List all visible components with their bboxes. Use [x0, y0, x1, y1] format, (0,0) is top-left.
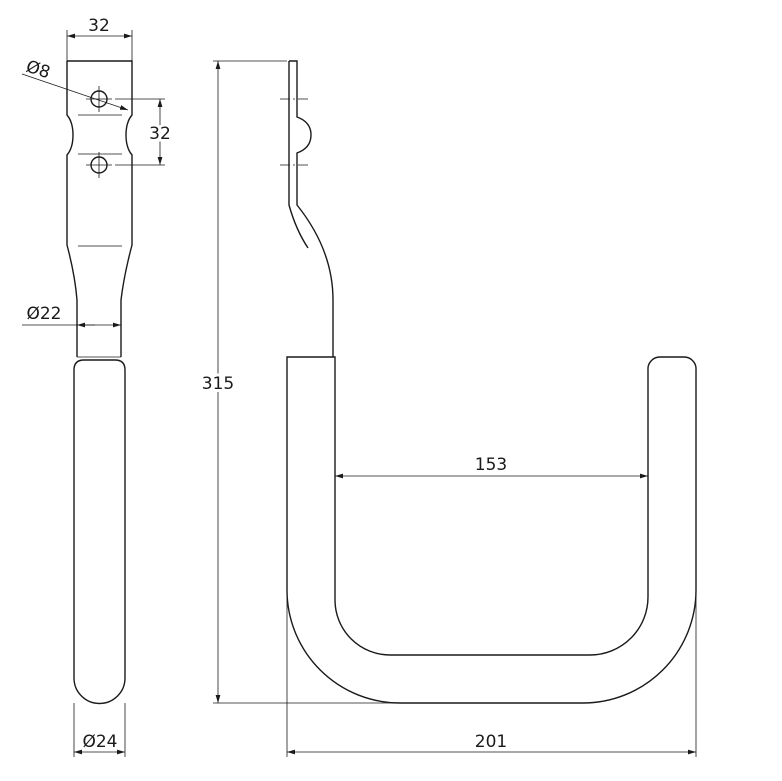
dim-hole-spacing: 32 [149, 124, 171, 144]
side-view [280, 60, 697, 704]
plate-outline [66, 60, 133, 357]
j-hook-sleeve [286, 356, 697, 704]
front-view [66, 60, 133, 705]
strip-outline [288, 60, 334, 357]
dim-hole-diameter: Ø8 [23, 57, 52, 84]
dim-total-width: 201 [475, 732, 507, 752]
dim-shank-diameter: Ø22 [26, 304, 61, 324]
dim-total-height: 315 [202, 374, 234, 394]
leader-line-hole-diameter [21, 73, 129, 111]
dimensions: 32 Ø8 32 Ø22 Ø24 315 153 201 [21, 16, 697, 757]
dim-plate-width: 32 [88, 16, 110, 36]
dim-inner-width: 153 [475, 455, 507, 475]
dim-sleeve-diameter: Ø24 [82, 732, 117, 752]
sleeve-front [73, 359, 126, 705]
